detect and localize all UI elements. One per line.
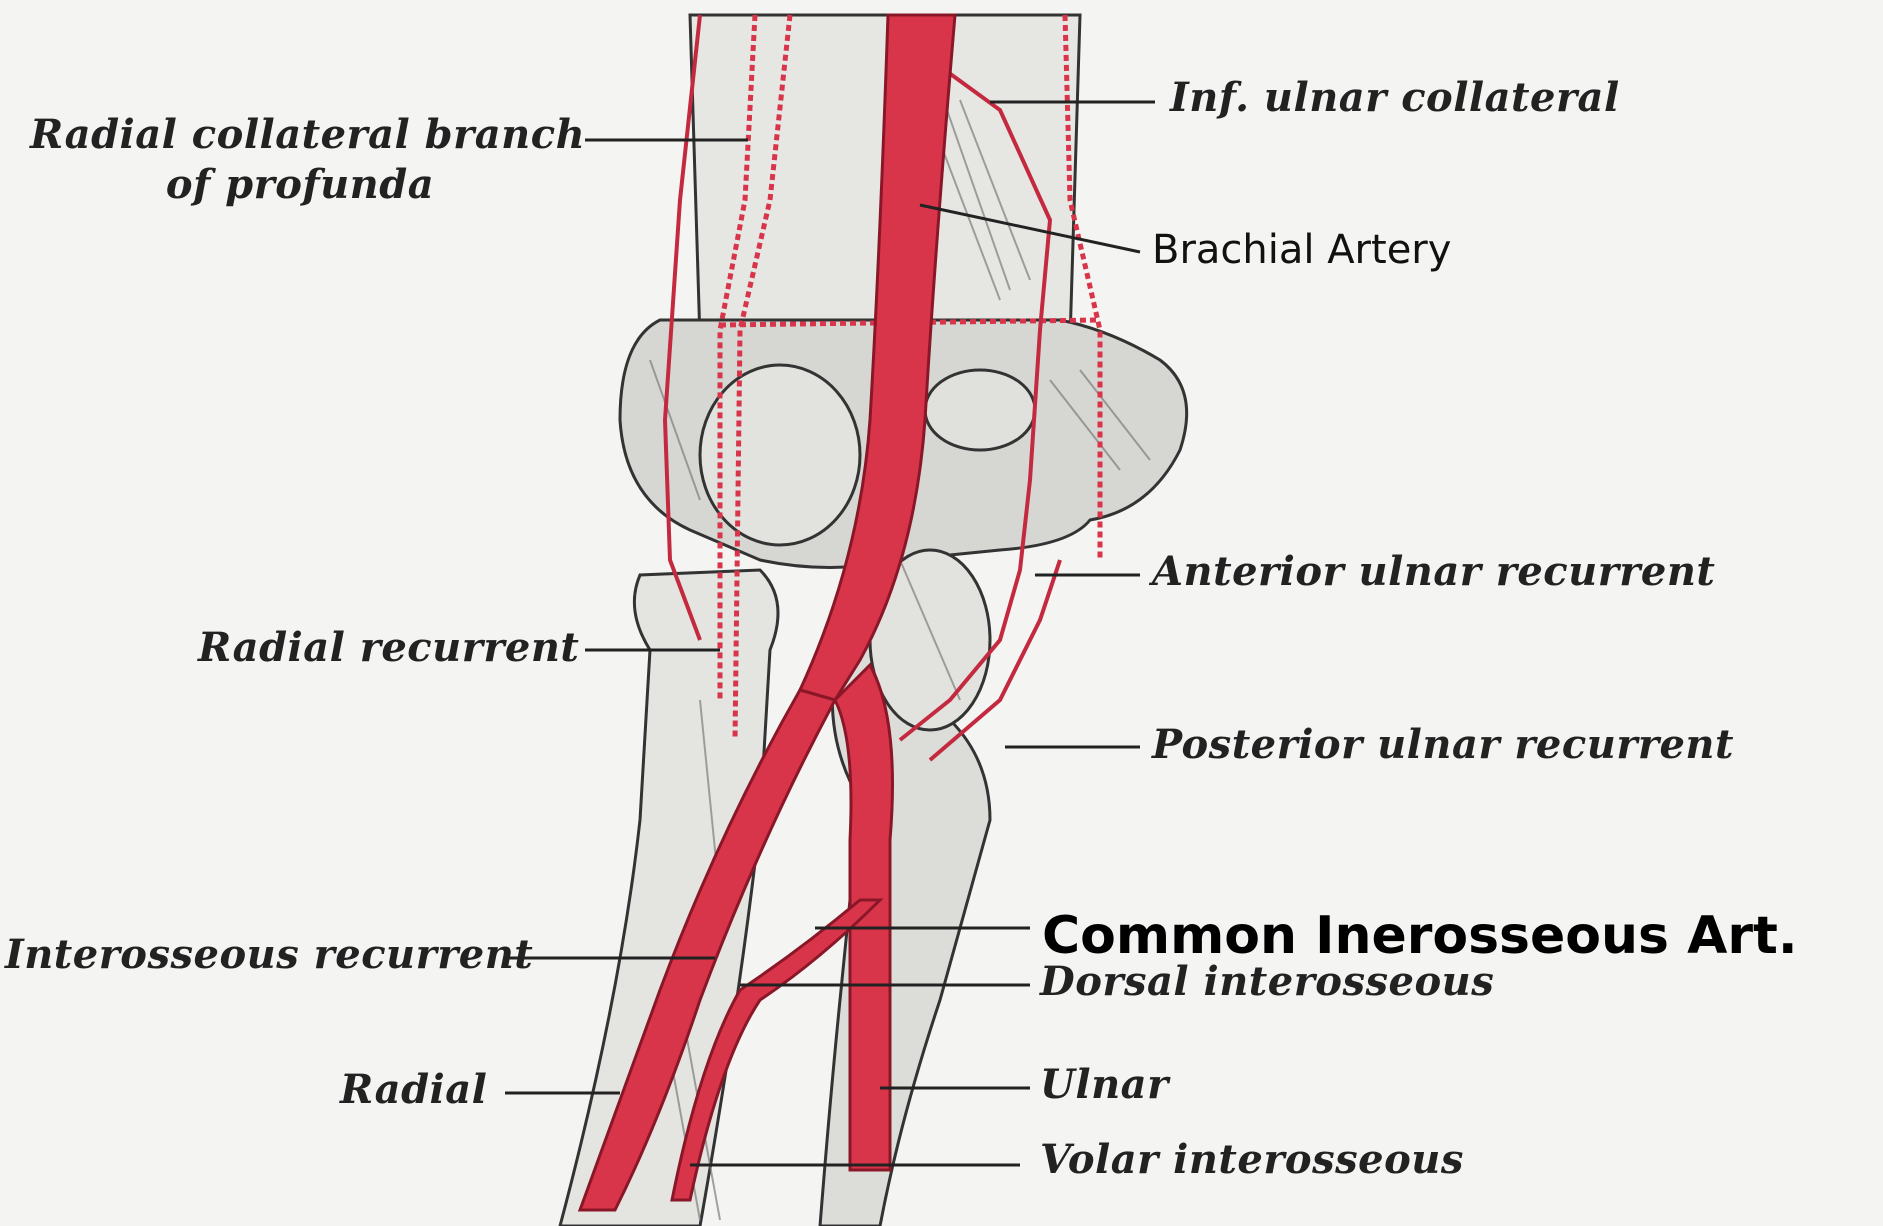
- label-interosseous-recurrent: Interosseous recurrent: [5, 935, 533, 975]
- label-posterior-ulnar-recurrent: Posterior ulnar recurrent: [1152, 725, 1734, 765]
- label-radial: Radial: [340, 1070, 487, 1110]
- radius-bone: [560, 570, 778, 1226]
- label-ulnar: Ulnar: [1040, 1065, 1169, 1105]
- label-volar-interosseous: Volar interosseous: [1040, 1140, 1464, 1180]
- label-inf-ulnar-collateral: Inf. ulnar collateral: [1170, 78, 1620, 118]
- capitulum: [700, 365, 860, 545]
- label-radial-recurrent: Radial recurrent: [198, 628, 579, 668]
- trochlea: [925, 370, 1035, 450]
- label-radial-collateral-line1: Radial collateral branch: [30, 115, 570, 155]
- label-brachial-artery: Brachial Artery: [1152, 230, 1451, 270]
- label-dorsal-interosseous: Dorsal interosseous: [1040, 962, 1494, 1002]
- label-anterior-ulnar-recurrent: Anterior ulnar recurrent: [1152, 552, 1715, 592]
- label-radial-collateral-line2: of profunda: [30, 165, 570, 205]
- label-common-interosseous: Common Inerosseous Art.: [1042, 910, 1798, 962]
- label-radial-collateral-branch: Radial collateral branch of profunda: [30, 115, 570, 205]
